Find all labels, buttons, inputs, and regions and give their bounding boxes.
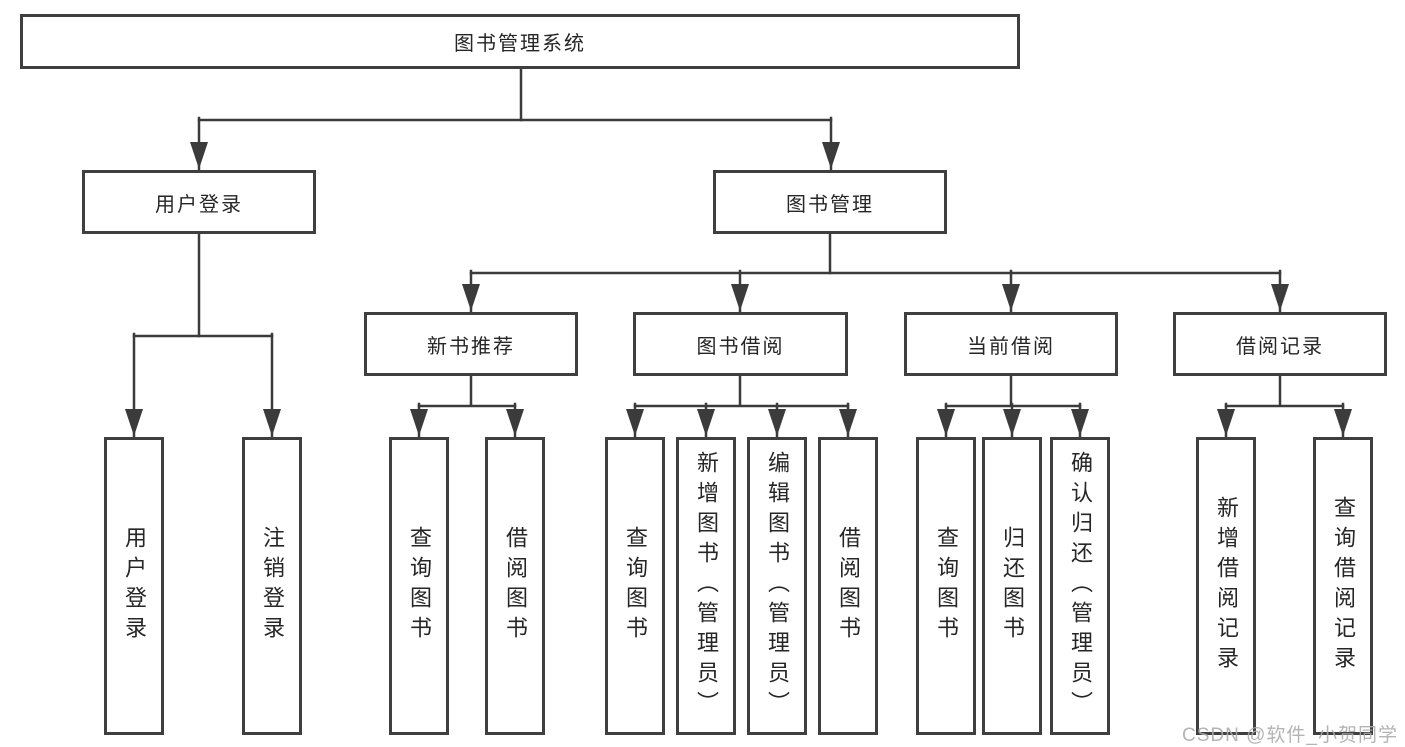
node-label: 查询图书: [934, 526, 959, 646]
node-label: 确认归还（管理员）: [1068, 451, 1093, 721]
leaf-add-book-admin: 新增图书（管理员）: [676, 437, 736, 735]
node-label: 查询图书: [623, 526, 648, 646]
leaf-query-books-borrow: 查询图书: [605, 437, 665, 735]
node-label: 图书借阅: [696, 335, 785, 358]
leaf-borrow-books: 借阅图书: [818, 437, 878, 735]
node-label: 借阅记录: [1236, 335, 1324, 358]
node-label: 编辑图书（管理员）: [765, 451, 790, 721]
node-label: 查询图书: [407, 526, 432, 646]
node-label: 当前借阅: [967, 335, 1055, 358]
node-label: 图书管理: [786, 193, 874, 216]
node-label: 注销登录: [260, 526, 285, 646]
node-label: 用户登录: [122, 526, 147, 646]
leaf-return-books: 归还图书: [982, 437, 1042, 735]
node-label: 图书管理系统: [454, 33, 586, 55]
leaf-edit-book-admin: 编辑图书（管理员）: [747, 437, 807, 735]
csdn-watermark: CSDN @软件_小贺同学: [1182, 725, 1398, 746]
leaf-logout: 注销登录: [242, 437, 302, 735]
node-label: 借阅图书: [503, 526, 528, 646]
leaf-add-borrow-record: 新增借阅记录: [1196, 437, 1256, 735]
leaf-query-books-recommend: 查询图书: [389, 437, 449, 735]
node-label: 查询借阅记录: [1331, 496, 1356, 676]
leaf-query-books-current: 查询图书: [916, 437, 976, 735]
node-label: 用户登录: [155, 193, 243, 216]
node-borrow-records: 借阅记录: [1173, 312, 1387, 376]
node-label: 归还图书: [1000, 526, 1025, 646]
node-book-borrow: 图书借阅: [633, 312, 848, 376]
leaf-user-login: 用户登录: [104, 437, 164, 735]
node-new-book-recommend: 新书推荐: [364, 312, 578, 376]
node-library-management-system: 图书管理系统: [20, 14, 1020, 69]
leaf-confirm-return-admin: 确认归还（管理员）: [1050, 437, 1110, 735]
node-book-management-branch: 图书管理: [713, 170, 947, 234]
node-label: 新增借阅记录: [1214, 496, 1239, 676]
node-label: 新书推荐: [427, 335, 515, 358]
node-label: 借阅图书: [836, 526, 861, 646]
node-label: 新增图书（管理员）: [694, 451, 719, 721]
node-user-login-branch: 用户登录: [82, 170, 316, 234]
leaf-borrow-books-recommend: 借阅图书: [485, 437, 545, 735]
leaf-query-borrow-record: 查询借阅记录: [1313, 437, 1373, 735]
node-current-borrow: 当前借阅: [904, 312, 1118, 376]
